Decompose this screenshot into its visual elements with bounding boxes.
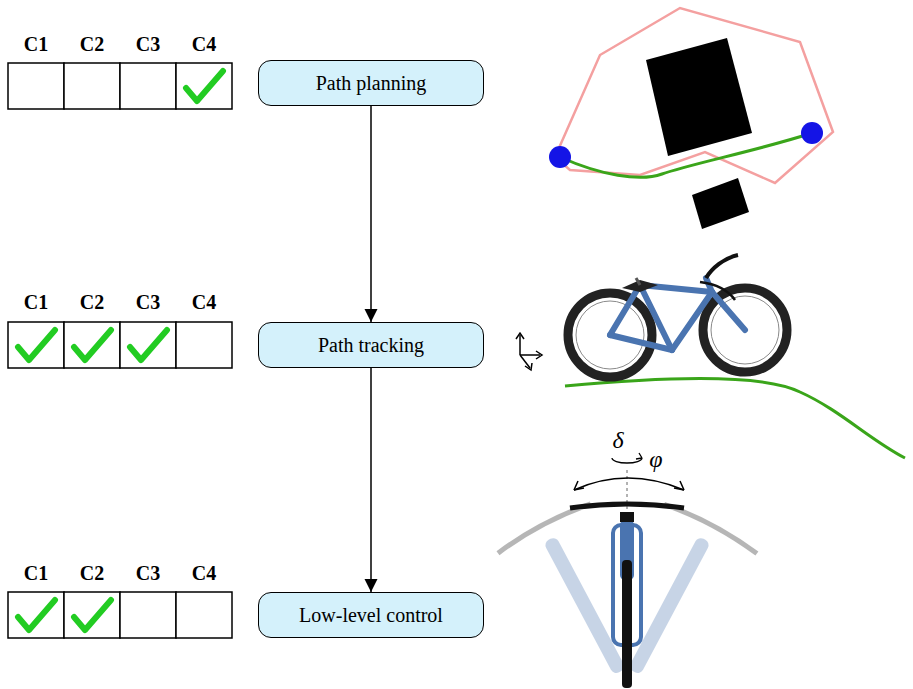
saddle [622,280,658,292]
criterion-header: C3 [136,34,160,54]
check-mark [74,330,111,360]
process-box: Path planning [258,60,484,106]
goal-point [801,122,823,144]
check-mark [186,71,223,101]
checkbox-cell [8,592,64,638]
bicycle-side [516,255,905,458]
flow-arrow [370,106,372,322]
box-label: Low-level control [299,604,443,627]
checkbox-cell [176,322,232,368]
angle-symbol: φ [648,447,663,471]
criterion-header: C4 [192,563,216,583]
process-box: Low-level control [258,592,484,638]
obstacle [692,178,749,229]
checkbox-cell [120,322,176,368]
planned-path [560,133,812,177]
checkbox-cell [64,592,120,638]
checkbox-cell [8,322,64,368]
criterion-header: C4 [192,292,216,312]
reference-path [565,379,905,459]
planning-map [549,8,833,229]
criterion-header: C3 [136,292,160,312]
checkbox-cell [64,322,120,368]
handlebar [706,255,738,278]
checkbox-grids [8,63,232,638]
criterion-header: C1 [24,292,48,312]
angle-symbol: δ [611,428,624,452]
criterion-header: C1 [24,34,48,54]
box-label: Path tracking [318,334,424,357]
checkbox-cell [120,592,176,638]
checkbox-cell [176,63,232,109]
check-mark [18,600,55,630]
frame [610,278,745,350]
criterion-header: C2 [80,292,104,312]
checkbox-cell [64,63,120,109]
criterion-header: C1 [24,563,48,583]
check-mark [130,330,167,360]
free-region [555,8,833,183]
obstacle [646,38,752,156]
criterion-header: C2 [80,563,104,583]
front-wheel [703,288,787,372]
check-mark [18,330,55,360]
flow-arrow [370,368,372,592]
bicycle-front [496,453,759,689]
lean-arc [574,478,684,490]
checkbox-cell [8,63,64,109]
handlebar [570,504,684,508]
checkbox-cell [120,63,176,109]
front-wheel [622,560,632,688]
criterion-header: C2 [80,34,104,54]
criterion-header: C3 [136,563,160,583]
criterion-header: C4 [192,34,216,54]
process-box: Path tracking [258,322,484,368]
checkbox-cell [176,592,232,638]
start-point [549,146,571,168]
check-mark [74,600,111,630]
box-label: Path planning [316,72,427,95]
